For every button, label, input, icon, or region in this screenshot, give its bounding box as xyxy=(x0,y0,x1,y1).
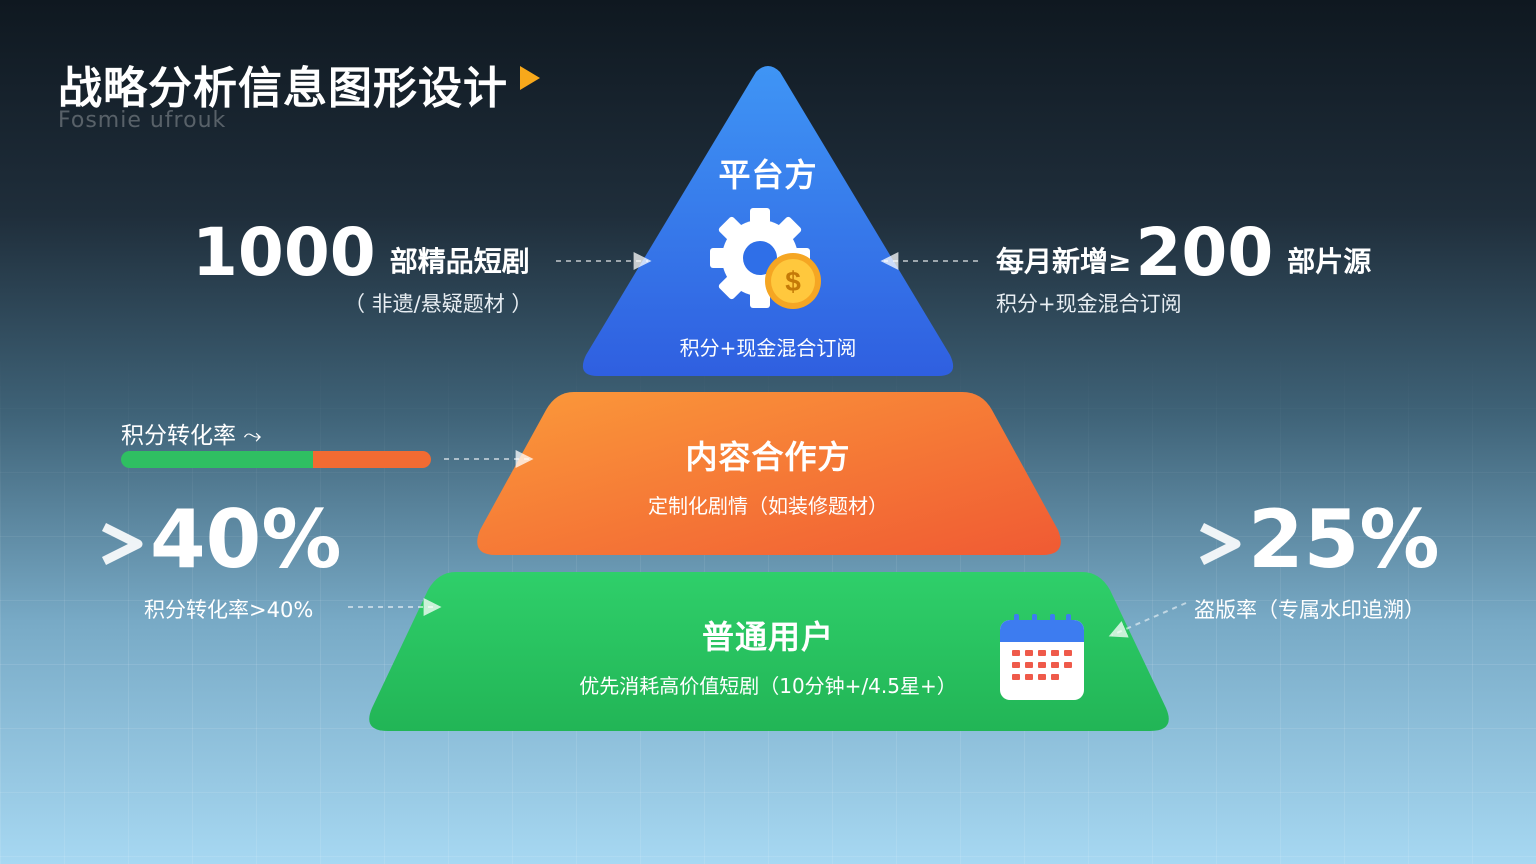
chevron-right-icon xyxy=(1199,522,1241,566)
progress-fill xyxy=(121,451,314,468)
tier-middle-sub: 定制化剧情（如装修题材） xyxy=(648,494,888,518)
tier-bottom: 普通用户 优先消耗高价值短剧（10分钟+/4.5星+） xyxy=(518,612,1018,699)
tier-top-sub: 积分+现金混合订阅 xyxy=(679,336,857,360)
stat-right-top-sub: 积分+现金混合订阅 xyxy=(996,292,1182,316)
svg-text:$: $ xyxy=(785,266,801,297)
chevron-left-icon xyxy=(101,522,143,566)
title-arrow-icon xyxy=(520,66,540,90)
conversion-progress-bar xyxy=(121,451,431,468)
page-subtitle: Fosmie ufrouk xyxy=(58,108,227,133)
stat-right-top-label: 部片源 xyxy=(1287,245,1372,278)
stat-right-bottom-value: 25% xyxy=(1248,493,1440,586)
connector-right-bottom xyxy=(1108,602,1187,638)
tier-top-title: 平台方 xyxy=(718,156,818,194)
progress-label: 积分转化率 ⤳ xyxy=(121,416,262,450)
stat-left-top: 1000 部精品短剧 xyxy=(192,220,530,286)
tier-top-caption: 积分+现金混合订阅 xyxy=(618,332,918,361)
stat-left-bottom-value: 40% xyxy=(150,493,342,586)
stat-left-bottom-sub: 积分转化率>40% xyxy=(144,598,314,622)
progress-label-text: 积分转化率 xyxy=(121,423,236,449)
progress-arrow-icon: ⤳ xyxy=(236,423,262,449)
stat-right-top-number: 200 xyxy=(1135,214,1274,291)
stat-left-top-sub: （ 非遗/悬疑题材 ） xyxy=(344,292,533,316)
stat-right-top-prefix: 每月新增≥ xyxy=(996,245,1132,278)
tier-bottom-sub: 优先消耗高价值短剧（10分钟+/4.5星+） xyxy=(579,674,957,698)
pyramid-tier-middle xyxy=(477,392,1061,555)
stat-left-top-number: 1000 xyxy=(192,214,376,291)
calendar-icon xyxy=(1000,614,1084,700)
tier-bottom-title: 普通用户 xyxy=(701,618,834,656)
progress-remainder xyxy=(313,451,431,468)
stat-left-top-label: 部精品短剧 xyxy=(389,245,530,278)
tier-middle-title: 内容合作方 xyxy=(685,438,851,476)
tier-middle: 内容合作方 定制化剧情（如装修题材） xyxy=(560,432,976,519)
pyramid-tier-bottom xyxy=(369,572,1169,731)
tier-top: 平台方 xyxy=(618,150,918,196)
stat-right-top: 每月新增≥ 200 部片源 xyxy=(996,220,1371,286)
page-title: 战略分析信息图形设计 xyxy=(58,63,508,114)
coin-icon: $ xyxy=(765,253,821,309)
stat-right-bottom-sub: 盗版率（专属水印追溯） xyxy=(1194,598,1425,622)
